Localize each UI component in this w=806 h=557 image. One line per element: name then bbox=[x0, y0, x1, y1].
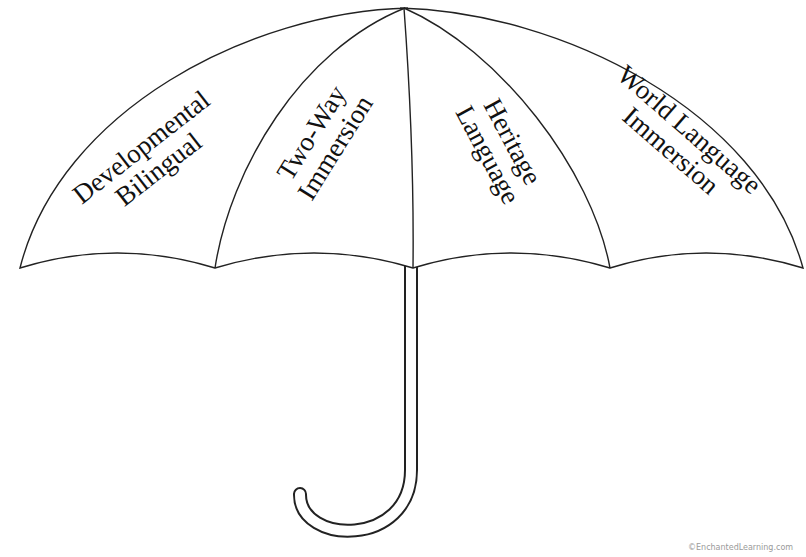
umbrella-handle-inner bbox=[300, 262, 411, 531]
umbrella-handle bbox=[300, 262, 411, 531]
umbrella-canopy bbox=[20, 8, 803, 268]
canopy-rib bbox=[404, 8, 413, 268]
watermark: ©EnchantedLearning.com bbox=[688, 543, 793, 552]
canopy-rib bbox=[404, 8, 610, 268]
canopy-rib bbox=[215, 8, 405, 268]
